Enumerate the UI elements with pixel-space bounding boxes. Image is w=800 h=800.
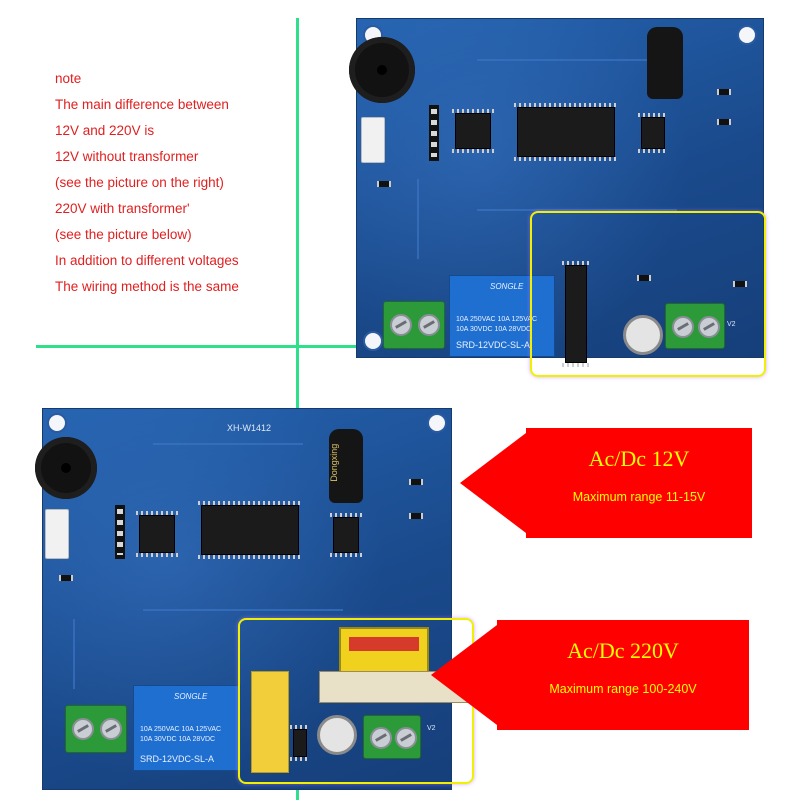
callout-subtitle: Maximum range 11-15V xyxy=(572,490,706,504)
sensor-connector xyxy=(45,509,69,559)
buzzer xyxy=(35,437,97,499)
note-line: note xyxy=(55,71,82,86)
driver-chip xyxy=(452,109,494,153)
pcb-trace xyxy=(143,609,343,611)
pcb-trace xyxy=(73,619,75,689)
transformer-coil xyxy=(349,637,419,651)
smd-component xyxy=(637,275,651,281)
relay-brand: SONGLE xyxy=(490,282,524,291)
smd-component xyxy=(59,575,73,581)
pcb-board-12v: SONGLE 10A 250VAC 10A 125VAC 10A 30VDC 1… xyxy=(349,18,764,367)
note-line: In addition to different voltages xyxy=(55,253,239,268)
filter-capacitor xyxy=(623,315,663,355)
callout-arrow-icon xyxy=(431,625,497,725)
smd-component xyxy=(717,89,731,95)
highlight-box-12v xyxy=(530,211,766,377)
pcb-trace xyxy=(477,209,677,211)
power-module-ic xyxy=(562,261,590,367)
pcb-board-220v: XH-W1412 Dongxing SONGLE 10A 250VAC 10A … xyxy=(35,408,469,790)
note-line: (see the picture below) xyxy=(55,227,192,242)
pin-header xyxy=(115,505,125,559)
note-line: 12V and 220V is xyxy=(55,123,155,138)
driver-chip xyxy=(136,511,178,557)
relay-spec: 10A 250VAC 10A 125VAC xyxy=(140,726,222,733)
electrolytic-capacitor xyxy=(647,27,683,99)
screw-icon xyxy=(100,718,122,740)
mount-hole xyxy=(737,25,757,45)
mount-hole xyxy=(47,413,67,433)
note-line: 220V with transformer' xyxy=(55,201,190,216)
filter-capacitor xyxy=(317,715,357,755)
mount-hole xyxy=(363,331,383,351)
smd-component xyxy=(409,479,423,485)
relay-terminal-block[interactable] xyxy=(383,301,445,349)
pcb-trace xyxy=(477,59,657,61)
note-line: The wiring method is the same xyxy=(55,279,239,294)
pcb-trace xyxy=(417,179,419,259)
screw-icon xyxy=(698,316,720,338)
regulator-chip xyxy=(638,113,668,153)
relay-spec: 10A 30VDC 10A 28VDC xyxy=(456,326,532,333)
callout-220v: Ac/Dc 220V Maximum range 100-240V xyxy=(431,620,749,730)
callout-subtitle: Maximum range 100-240V xyxy=(549,682,697,696)
pcb-trace xyxy=(153,443,303,445)
guide-line-horizontal xyxy=(36,345,526,348)
regulator-chip xyxy=(330,513,362,557)
diode xyxy=(290,725,310,761)
relay-terminal-block[interactable] xyxy=(65,705,127,753)
safety-capacitor xyxy=(251,671,289,773)
smd-component xyxy=(409,513,423,519)
note-line: The main difference between xyxy=(55,97,229,112)
note-line: (see the picture on the right) xyxy=(55,175,224,190)
smd-component xyxy=(377,181,391,187)
relay-spec: 10A 30VDC 10A 28VDC xyxy=(140,736,216,743)
relay-model: SRD-12VDC-SL-A xyxy=(140,754,215,764)
capacitor-brand: Dongxing xyxy=(329,443,339,482)
relay-brand: SONGLE xyxy=(174,692,208,701)
smd-component xyxy=(717,119,731,125)
relay-spec: 10A 250VAC 10A 125VAC xyxy=(456,316,538,323)
power-terminal-block-220v[interactable] xyxy=(363,715,421,759)
callout-12v: Ac/Dc 12V Maximum range 11-15V xyxy=(460,428,752,538)
screw-icon xyxy=(672,316,694,338)
callout-title: Ac/Dc 220V xyxy=(567,638,679,663)
buzzer xyxy=(349,37,415,103)
sensor-connector xyxy=(361,117,385,163)
screw-icon xyxy=(72,718,94,740)
screw-icon xyxy=(370,727,392,749)
relay-model: SRD-12VDC-SL-A xyxy=(456,340,531,350)
screw-icon xyxy=(390,314,412,336)
screw-icon xyxy=(418,314,440,336)
smd-component xyxy=(733,281,747,287)
callout-title: Ac/Dc 12V xyxy=(588,446,690,471)
main-chip xyxy=(198,501,302,559)
main-chip xyxy=(514,103,618,161)
power-terminal-block-12v[interactable] xyxy=(665,303,725,349)
pin-header xyxy=(429,105,439,161)
screw-icon xyxy=(395,727,417,749)
relay: SONGLE 10A 250VAC 10A 125VAC 10A 30VDC 1… xyxy=(133,685,241,771)
board-model-label: XH-W1412 xyxy=(227,423,272,433)
silk-label: V2 xyxy=(427,725,436,732)
callout-arrow-icon xyxy=(460,433,526,533)
note-text-block: note The main difference between 12V and… xyxy=(55,66,295,300)
mount-hole xyxy=(427,413,447,433)
electrolytic-capacitor: Dongxing xyxy=(329,429,363,503)
relay: SONGLE 10A 250VAC 10A 125VAC 10A 30VDC 1… xyxy=(449,275,555,357)
note-line: 12V without transformer xyxy=(55,149,199,164)
silk-label: V2 xyxy=(727,321,736,328)
